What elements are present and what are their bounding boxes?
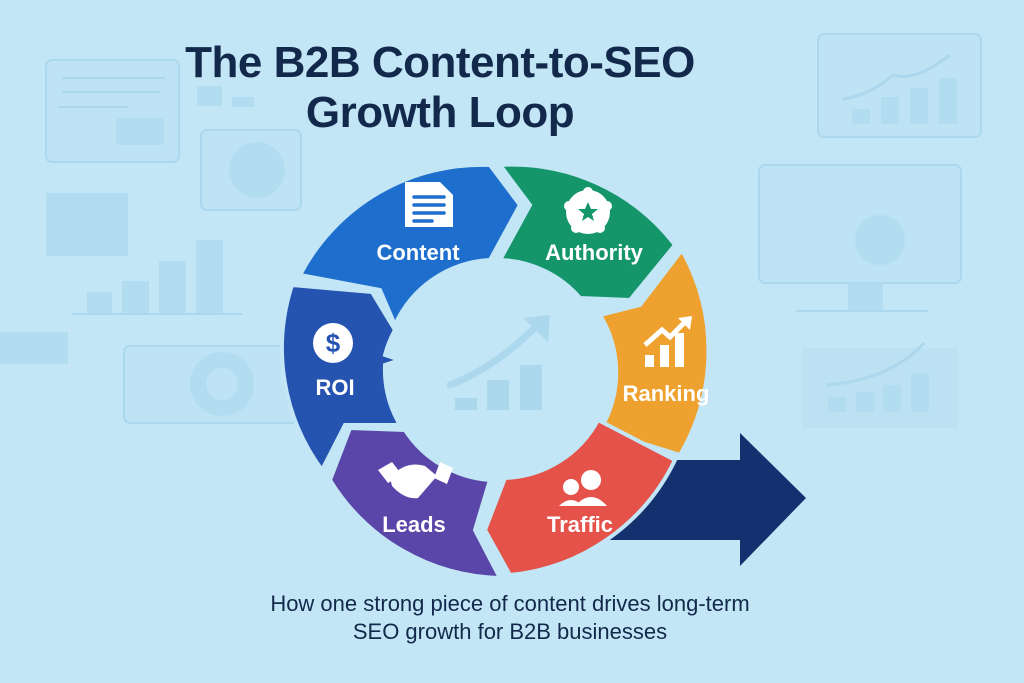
- segment-traffic: [482, 417, 678, 578]
- title-line-2: Growth Loop: [305, 88, 575, 137]
- users-icon: [559, 470, 607, 506]
- center-growth-chart-icon: [446, 315, 550, 410]
- svg-text:$: $: [326, 328, 341, 358]
- title-line-1: The B2B Content-to-SEO: [185, 38, 695, 87]
- segment-label-content: Content: [376, 240, 460, 265]
- subtitle-line-1: How one strong piece of content drives l…: [270, 591, 750, 616]
- segment-label-authority: Authority: [545, 240, 644, 265]
- subtitle-line-2: SEO growth for B2B businesses: [352, 619, 668, 644]
- subtitle: How one strong piece of content drives l…: [200, 590, 820, 646]
- growth-chart-icon: [643, 316, 692, 367]
- segment-roi: [280, 282, 407, 474]
- segment-label-roi: ROI: [315, 375, 354, 400]
- badge-star-icon: [564, 187, 612, 234]
- dollar-icon: $: [313, 323, 353, 363]
- document-icon: [405, 182, 453, 227]
- segment-leads: [327, 425, 504, 581]
- page-title: The B2B Content-to-SEO Growth Loop: [0, 38, 880, 138]
- segment-content: [296, 162, 523, 330]
- handshake-icon: [378, 462, 453, 499]
- segment-label-ranking: Ranking: [623, 381, 710, 406]
- segment-label-leads: Leads: [382, 512, 446, 537]
- segment-ranking: [596, 246, 711, 458]
- segment-label-traffic: Traffic: [547, 512, 613, 537]
